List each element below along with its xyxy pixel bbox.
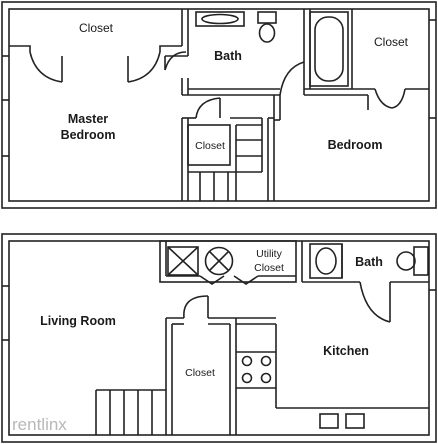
lower-floor-labels: Utility Closet Bath Living Room Kitchen … [40,248,383,379]
bath-sink [195,11,245,27]
lower-floor [1,233,437,443]
utility-closet-label-line1: Utility [256,248,282,260]
lower-bath-label: Bath [355,255,383,269]
closet-top-label: Closet [79,21,114,35]
stairs-upper [188,124,262,201]
master-bedroom-label-line1: Master [68,112,108,126]
lower-closet-walls [165,295,237,435]
bath-walls [164,9,368,120]
upper-floor-labels: Closet Bath Closet Master Bedroom Closet… [61,21,409,152]
upper-floor [1,1,437,209]
utility-closet-walls [159,240,297,285]
master-bedroom-label-line2: Bedroom [61,128,116,142]
center-walls [181,95,280,201]
utility-closet-label-line2: Closet [254,262,284,274]
bath-toilet [257,11,277,43]
lower-bath-walls [301,241,429,323]
closet-top-walls [9,9,189,83]
closet-right-walls [351,9,429,110]
bath-label: Bath [214,49,242,63]
stove [241,355,272,384]
bedroom-label: Bedroom [328,138,383,152]
closet-right-label: Closet [374,35,409,49]
stairs-lower [95,389,166,435]
bathtub [309,11,349,87]
living-room-label: Living Room [40,314,116,328]
kitchen-sink [319,413,365,429]
kitchen-label: Kitchen [323,344,369,358]
kitchen-walls [236,317,429,409]
lower-closet-label: Closet [185,367,215,379]
watermark-text: rentlinx [12,415,67,434]
closet-stair-label: Closet [195,140,225,152]
